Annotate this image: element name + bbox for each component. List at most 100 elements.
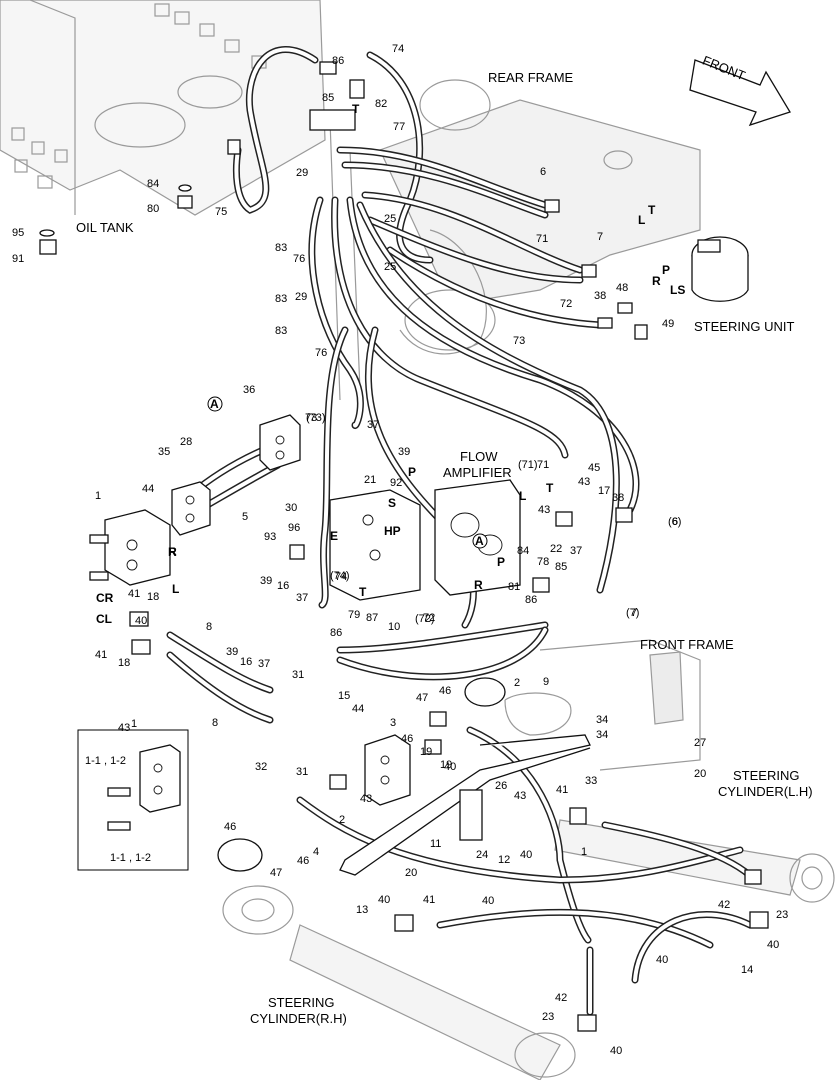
label-flow-amplifier-1: FLOW	[460, 449, 498, 464]
port-label: P	[497, 555, 505, 569]
callout-number: 17	[598, 485, 610, 497]
callout-number: 46	[401, 733, 413, 745]
callout-number: 31	[296, 766, 308, 778]
callout-number: 85	[322, 92, 334, 104]
callout-number: 25	[384, 261, 396, 273]
callout-number: 34	[596, 729, 608, 741]
front-arrow-icon	[689, 59, 791, 127]
callout-number: 72	[423, 612, 435, 624]
callout-number: 81	[508, 581, 520, 593]
label-steering-cyl-lh-1: STEERING	[733, 768, 799, 783]
callout-number: 46	[439, 685, 451, 697]
flow-amplifier-body	[329, 479, 521, 601]
callout-number: 83	[275, 242, 287, 254]
callout-number: 34	[596, 714, 608, 726]
callout-number: 38	[612, 492, 624, 504]
callout-number: 47	[270, 867, 282, 879]
inset-detail-1	[77, 729, 189, 871]
callout-number: 43	[360, 793, 372, 805]
callout-number: 48	[616, 282, 628, 294]
label-rear-frame: REAR FRAME	[488, 70, 574, 85]
accumulator-2-upper	[464, 677, 506, 707]
callout-number: 85	[555, 561, 567, 573]
callout-number: 18	[118, 657, 130, 669]
callout-number: 40	[520, 849, 532, 861]
callout-number: 71	[536, 233, 548, 245]
callout-number: 91	[12, 253, 24, 265]
callout-number: 75	[215, 206, 227, 218]
paren-label: (72)	[415, 613, 435, 625]
callout-number: 25	[384, 213, 396, 225]
callout-number: 44	[142, 483, 154, 495]
port-label: E	[330, 529, 338, 543]
label-steering-cyl-lh-2: CYLINDER(L.H)	[718, 784, 813, 799]
callout-number: 3	[390, 717, 396, 729]
port-label: CR	[96, 591, 114, 605]
port-label: CL	[96, 612, 112, 626]
callout-number: 84	[147, 178, 159, 190]
callout-number: 79	[348, 609, 360, 621]
callout-number: 37	[367, 419, 379, 431]
port-label: P	[662, 263, 670, 277]
callout-number: 46	[297, 855, 309, 867]
hoses	[166, 46, 759, 1016]
callout-number: 40	[482, 895, 494, 907]
port-label: A	[210, 397, 219, 411]
callout-number: 74	[392, 43, 404, 55]
callout-number: 31	[292, 669, 304, 681]
port-labels: T T L P R LS P S HP E T L T P R R L CR C…	[96, 102, 685, 626]
inset-label-top: 1-1 , 1-2	[85, 755, 126, 767]
label-oil-tank: OIL TANK	[76, 220, 134, 235]
callout-number: 1	[581, 846, 587, 858]
callout-number: 15	[338, 690, 350, 702]
callout-number: 38	[594, 290, 606, 302]
steering-unit-body	[691, 236, 749, 302]
callout-number: 21	[364, 474, 376, 486]
callout-number: 42	[718, 899, 730, 911]
callout-number: 76	[315, 347, 327, 359]
callout-number: 5	[242, 511, 248, 523]
callout-number: 86	[330, 627, 342, 639]
callout-number: 44	[352, 703, 364, 715]
paren-label: (74)	[330, 570, 350, 582]
callout-number: 40	[378, 894, 390, 906]
callout-number: 35	[158, 446, 170, 458]
callout-number: 4	[313, 846, 319, 858]
callout-number: 1	[95, 490, 101, 502]
callout-number: 76	[293, 253, 305, 265]
callout-number: 7	[631, 607, 637, 619]
callout-number: 32	[255, 761, 267, 773]
port-label: T	[359, 585, 367, 599]
callout-number: 9	[543, 676, 549, 688]
callout-number: 30	[285, 502, 297, 514]
port-label: T	[352, 102, 360, 116]
callout-number: 93	[264, 531, 276, 543]
callout-number: 19	[440, 759, 452, 771]
priority-block-1	[89, 509, 171, 586]
callout-number: 14	[741, 964, 753, 976]
callout-number: 29	[295, 291, 307, 303]
callout-number: 96	[288, 522, 300, 534]
callout-number: 86	[525, 594, 537, 606]
port-label: P	[408, 465, 416, 479]
callout-number: 95	[12, 227, 24, 239]
callout-number: 43	[118, 722, 130, 734]
callout-number: 39	[398, 446, 410, 458]
callout-number: 43	[578, 476, 590, 488]
manifold-block-36	[259, 414, 301, 471]
callout-number: 42	[555, 992, 567, 1004]
front-frame-shape	[504, 639, 701, 771]
callout-number: 41	[556, 784, 568, 796]
callout-number: R	[169, 546, 177, 558]
callout-number: 46	[224, 821, 236, 833]
callout-number: 22	[550, 543, 562, 555]
callout-number: 41	[423, 894, 435, 906]
callout-number: 8	[212, 717, 218, 729]
marker-a-circle	[207, 396, 223, 412]
callout-number: 36	[243, 384, 255, 396]
callout-number: 24	[476, 849, 488, 861]
callout-number: 40	[135, 615, 147, 627]
accumulator-2-lower	[217, 838, 263, 872]
callout-number: 20	[405, 867, 417, 879]
